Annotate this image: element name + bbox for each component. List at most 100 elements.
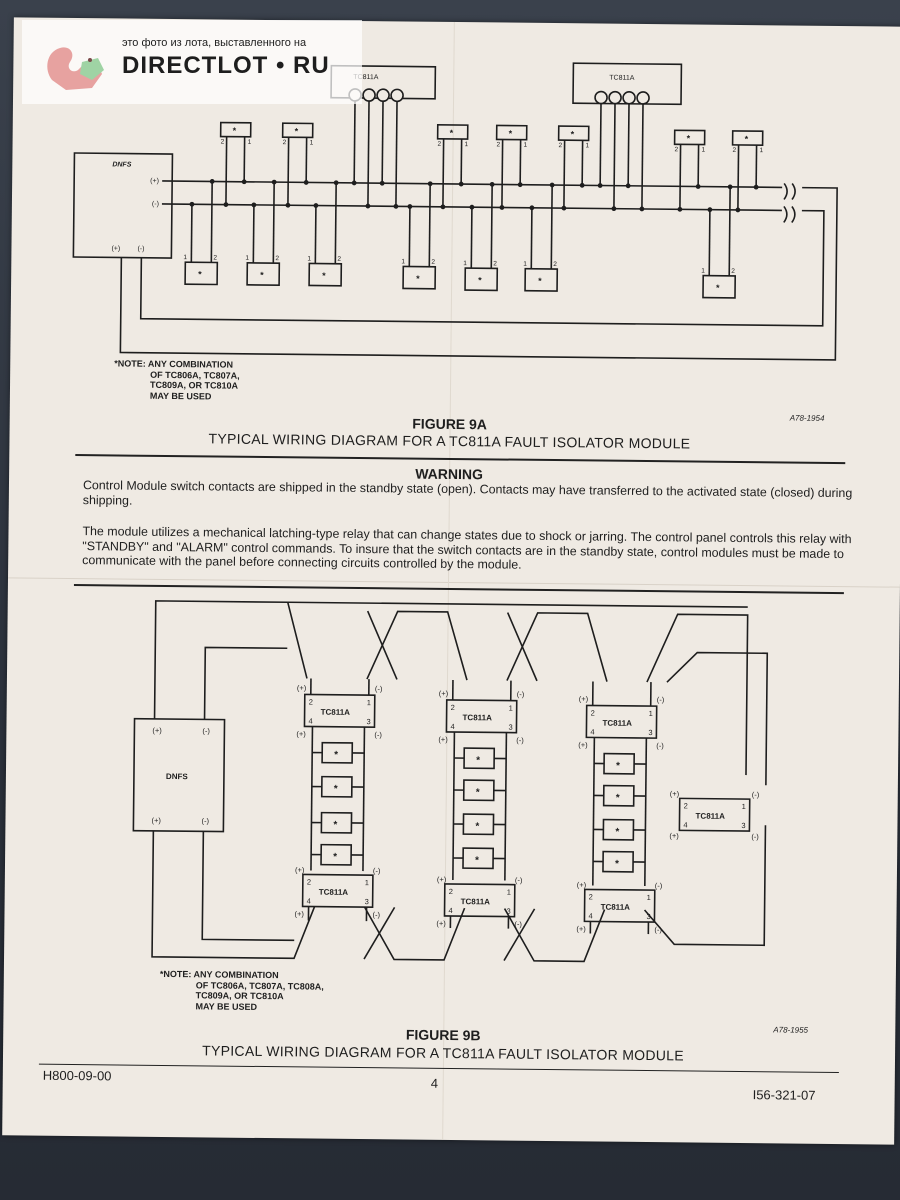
module-label: TC811A	[463, 713, 493, 722]
terminal-label: (-)	[654, 925, 662, 934]
footer-part-number: I56-321-07	[752, 1087, 816, 1103]
pin-number: 1	[523, 261, 527, 268]
terminal-label: (-)	[751, 832, 759, 841]
terminal-label: (-)	[372, 910, 380, 919]
module-star: *	[687, 133, 691, 143]
pin-number: 1	[701, 147, 705, 154]
pin-number: 2	[431, 259, 435, 266]
pin-number: 3	[506, 907, 510, 916]
module-star: *	[475, 821, 479, 832]
terminal-label: (-)	[137, 246, 144, 253]
pin-number: 1	[401, 258, 405, 265]
panel-label: DNFS	[112, 161, 131, 168]
pin-number: 2	[589, 892, 593, 901]
pin-number: 3	[741, 821, 745, 830]
pin-number: 2	[553, 261, 557, 268]
document-sheet: TC811A TC811A DNFS (+) (-) (+) (-) * * *…	[2, 17, 900, 1145]
module-star: *	[538, 276, 542, 286]
figure-9b-diagram: DNFS (+) (-) (+) (-) (+) (-) (+) (-) (+)…	[132, 600, 769, 963]
pin-number: 1	[183, 254, 187, 261]
note-line: *NOTE: ANY COMBINATION	[114, 358, 234, 370]
pin-number: 1	[649, 709, 653, 718]
terminal-label: (+)	[111, 245, 120, 252]
terminal-label: (-)	[515, 876, 523, 885]
pin-number: 2	[559, 142, 563, 149]
terminal-label: (-)	[201, 816, 209, 825]
pin-number: 4	[683, 820, 687, 829]
pin-number: 1	[742, 802, 746, 811]
footer-doc-number: H800-09-00	[42, 1067, 112, 1084]
terminal-label: (+)	[669, 831, 679, 840]
pin-number: 2	[221, 139, 225, 146]
note-line: MAY BE USED	[195, 1000, 258, 1012]
module-star: *	[334, 750, 338, 761]
pin-number: 2	[307, 877, 311, 886]
pin-number: 2	[731, 268, 735, 275]
terminal-label: (+)	[439, 689, 449, 698]
terminal-label: (-)	[752, 790, 760, 799]
module-star: *	[571, 129, 575, 139]
terminal-label: (+)	[295, 865, 305, 874]
terminal-label: (-)	[655, 881, 663, 890]
terminal-label: (+)	[150, 178, 159, 185]
terminal-label: (+)	[296, 729, 306, 738]
watermark-banner	[22, 20, 362, 104]
pin-number: 1	[647, 893, 651, 902]
module-label: TC811A	[353, 74, 379, 81]
pin-number: 1	[507, 888, 511, 897]
terminal-label: (-)	[374, 730, 382, 739]
pin-number: 2	[674, 146, 678, 153]
terminal-label: (+)	[297, 683, 307, 692]
pin-number: 1	[701, 268, 705, 275]
pin-number: 1	[509, 704, 513, 713]
pin-number: 2	[337, 256, 341, 263]
module-label: TC811A	[602, 719, 632, 728]
warning-paragraph: The module utilizes a mechanical latchin…	[82, 524, 852, 572]
pin-number: 2	[449, 887, 453, 896]
module-star: *	[476, 787, 480, 798]
module-star: *	[334, 784, 338, 795]
pin-number: 2	[591, 708, 595, 717]
module-star: *	[616, 761, 620, 772]
terminal-label: (-)	[373, 866, 381, 875]
terminal-label: (+)	[151, 816, 161, 825]
module-star: *	[478, 275, 482, 285]
pin-number: 2	[309, 697, 313, 706]
terminal-label: (+)	[576, 924, 586, 933]
pin-number: 1	[586, 142, 590, 149]
module-label: TC811A	[696, 812, 726, 821]
terminal-label: (+)	[577, 880, 587, 889]
pin-number: 2	[213, 254, 217, 261]
module-label: TC811A	[319, 888, 349, 897]
pin-number: 3	[646, 912, 650, 921]
pin-number: 2	[275, 255, 279, 262]
pin-number: 1	[365, 878, 369, 887]
pin-number: 2	[438, 141, 442, 148]
module-star: *	[615, 859, 619, 870]
watermark-caption: это фото из лота, выставленного на	[122, 37, 307, 49]
module-label: TC811A	[321, 708, 351, 717]
terminal-label: (+)	[437, 875, 447, 884]
module-star: *	[509, 129, 513, 139]
terminal-label: (-)	[657, 695, 665, 704]
pin-number: 2	[684, 801, 688, 810]
pin-number: 1	[307, 255, 311, 262]
divider	[38, 1063, 839, 1074]
pin-number: 1	[759, 147, 763, 154]
terminal-label: (-)	[514, 920, 522, 929]
pin-number: 2	[497, 141, 501, 148]
pin-number: 2	[451, 703, 455, 712]
module-star: *	[295, 126, 299, 136]
terminal-label: (-)	[516, 736, 524, 745]
module-star: *	[416, 274, 420, 284]
pin-number: 1	[367, 698, 371, 707]
figure-9b-note: *NOTE: ANY COMBINATION OF TC806A, TC807A…	[159, 969, 324, 1013]
pin-number: 3	[366, 717, 370, 726]
pin-number: 1	[465, 141, 469, 148]
pin-number: 4	[588, 911, 592, 920]
pin-number: 3	[648, 728, 652, 737]
terminal-label: (+)	[294, 909, 304, 918]
pin-number: 4	[449, 906, 453, 915]
terminal-label: (+)	[436, 919, 446, 928]
module-star: *	[333, 852, 337, 863]
